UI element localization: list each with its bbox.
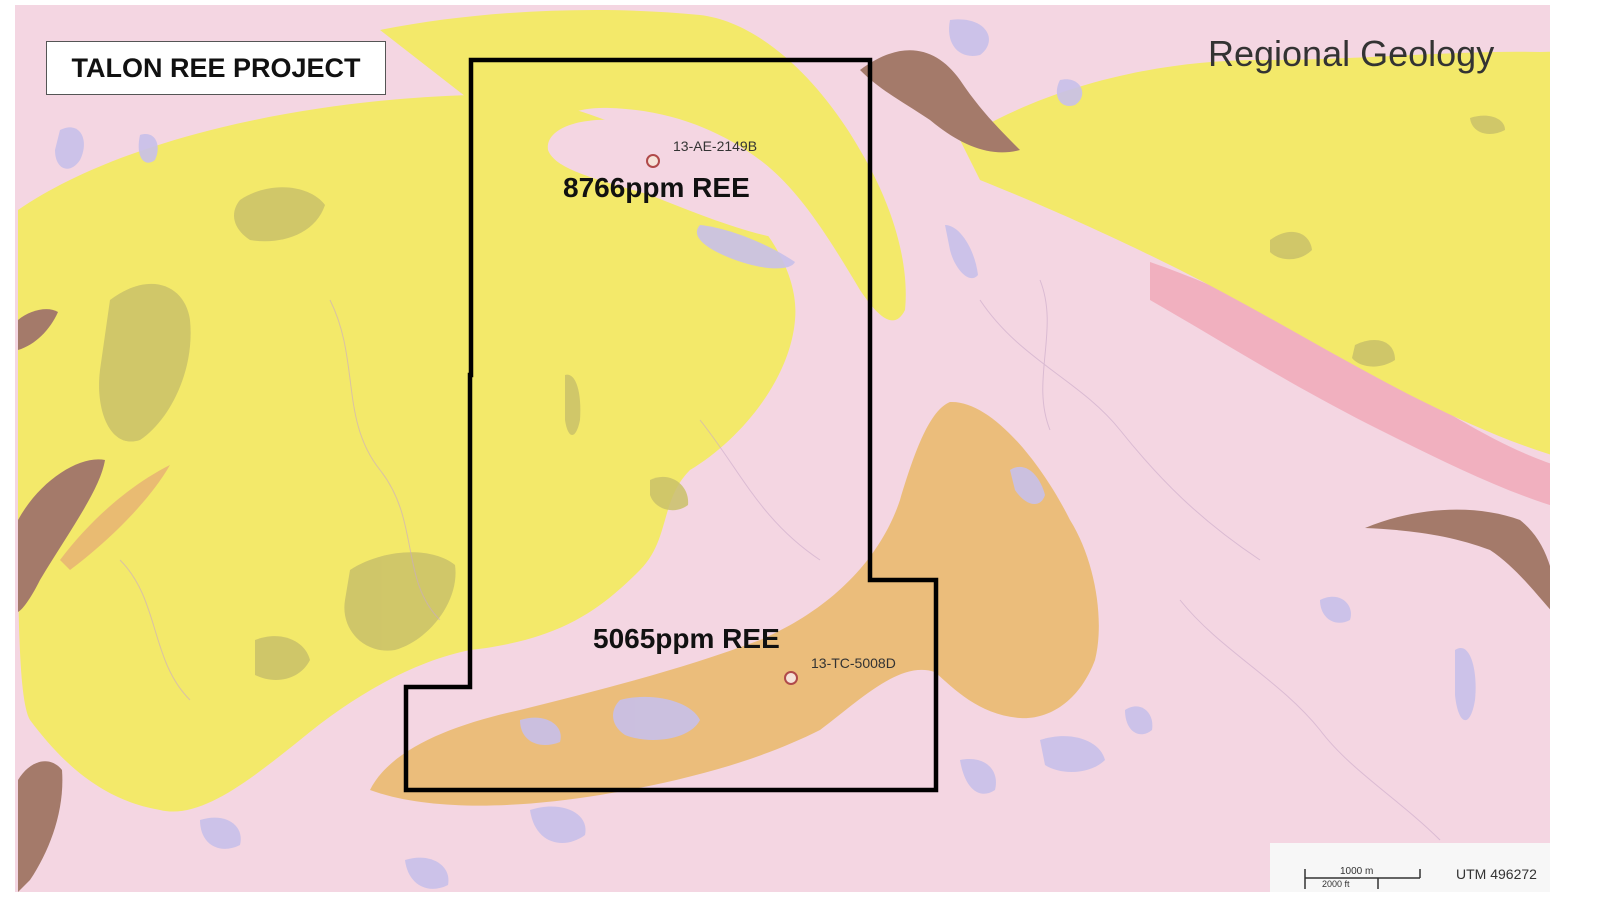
utm-coordinates: UTM 496272	[1456, 866, 1537, 882]
sample-id-south: 13-TC-5008D	[811, 655, 896, 671]
lakes	[55, 19, 1476, 889]
frame-left	[0, 0, 15, 918]
project-title: TALON REE PROJECT	[71, 52, 361, 83]
sample-marker-south[interactable]	[784, 671, 798, 685]
scale-panel	[1270, 843, 1550, 892]
frame-top	[0, 0, 1614, 5]
project-title-box: TALON REE PROJECT	[46, 41, 386, 95]
yellow-unit-arm	[380, 10, 906, 321]
frame-bottom	[0, 892, 1614, 918]
scale-imperial-label: 2000 ft	[1322, 879, 1350, 889]
scale-metric-label: 1000 m	[1340, 866, 1374, 877]
sample-grade-north: 8766ppm REE	[563, 172, 750, 203]
brown-unit-east	[1365, 509, 1560, 620]
scale-bar-graphic	[1304, 869, 1421, 889]
red-band-unit	[1150, 262, 1614, 520]
brown-unit-west-1	[18, 309, 58, 350]
brown-unit-west-2	[18, 459, 105, 612]
brown-unit-west-3	[18, 761, 63, 892]
pink-window	[547, 119, 805, 240]
drainage-lines	[119, 279, 1441, 841]
map-title: Regional Geology	[1208, 33, 1495, 74]
frame-right	[1550, 0, 1614, 918]
sample-grade-south: 5065ppm REE	[593, 623, 780, 654]
orange-unit-south	[370, 401, 1099, 806]
brown-unit-north	[860, 50, 1020, 153]
yellow-unit-west	[18, 94, 796, 812]
sample-marker-north[interactable]	[646, 154, 660, 168]
orange-lens-west	[60, 465, 170, 570]
property-boundary	[403, 57, 939, 793]
sample-id-north: 13-AE-2149B	[673, 138, 758, 154]
olive-patches	[99, 115, 1505, 680]
yellow-unit-east	[960, 50, 1614, 470]
